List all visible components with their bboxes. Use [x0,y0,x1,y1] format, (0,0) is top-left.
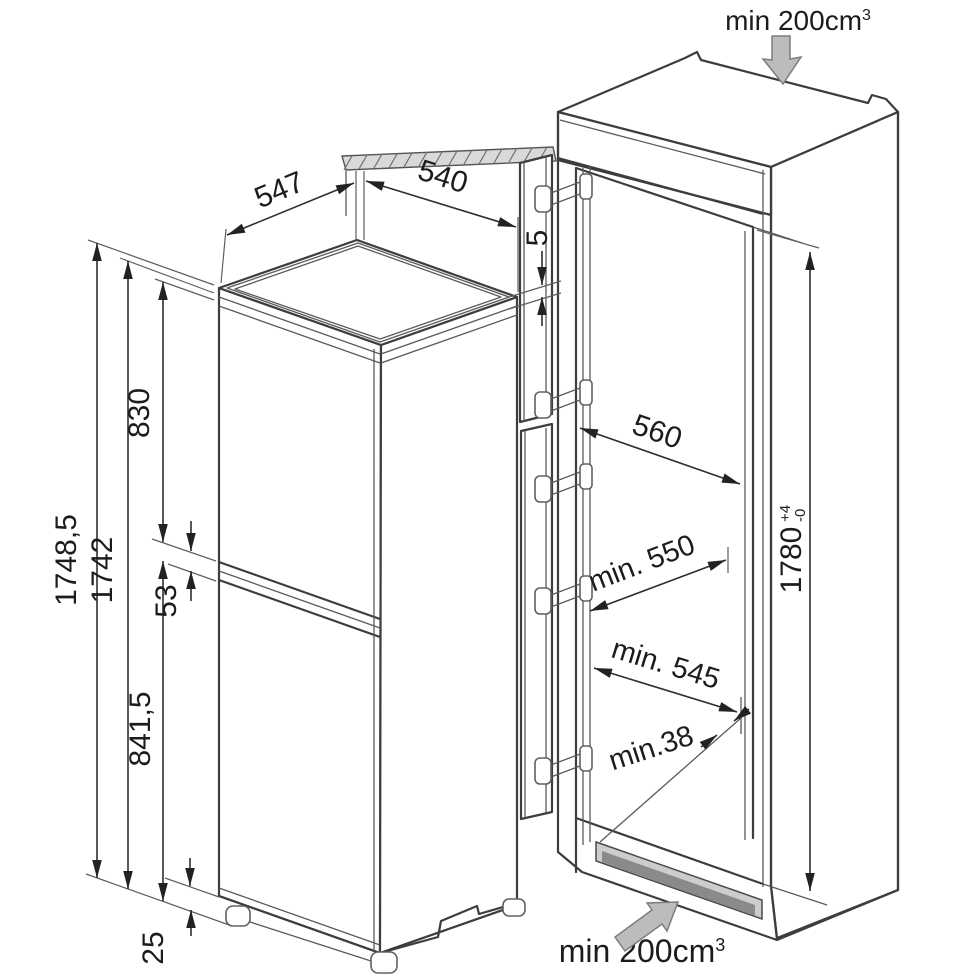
foot-front-left [225,905,251,927]
body-height-label: 1742 [86,537,119,604]
cabinet-right-side [769,110,900,940]
vent-grille-slot [602,851,755,916]
appliance-drawing [217,238,526,974]
niche-height-label-group: 1780 +4 -0 [775,505,809,593]
hinge-slider-5 [534,745,593,785]
door-panel-inner-lines [523,157,547,818]
appliance-main-lines [217,560,519,955]
appliance-detail-lines [218,296,518,962]
foot-front-right [370,951,398,974]
top-airflow-label: min 200cm3 [725,5,871,36]
hinge-slider-2 [534,379,593,419]
appliance-feet [225,898,526,974]
niche-height-tol-minus: -0 [792,509,809,522]
hinge-slider-1 [534,173,593,213]
ventilation-annotations: min 200cm3 min 200cm3 [559,5,871,969]
dim-line-depth-547 [226,182,355,236]
base-height-label: 25 [137,931,170,964]
door-top-edge-hatched [341,146,557,171]
bottom-airflow-sup: 3 [715,935,725,955]
bottom-airflow-arrow-icon [613,901,680,953]
lower-door-height-label: 841,5 [124,691,157,766]
cabinet-structure-lines [556,110,900,942]
dim-arrow-min38-corner [733,706,752,722]
dim-line-niche-depth-560 [579,427,741,485]
niche-height-tol-plus: +4 [777,505,794,522]
dim-arrow-min38-leader [699,734,718,750]
foot-back-right [502,898,526,917]
appliance-right-face [378,295,519,955]
top-airflow-sup: 3 [862,7,871,24]
cabinet-drawing [556,50,900,942]
dim-line-width-540 [365,180,517,228]
door-gap-label: 53 [150,584,183,617]
door-top-edge-hatching [343,146,548,171]
niche-min545-label: min. 545 [608,633,724,696]
dim-line-min-550 [589,559,727,612]
top-airflow-text: min 200cm [725,5,862,36]
overall-height-label: 1748,5 [50,514,83,606]
upper-door-height-label: 830 [123,388,156,438]
dim-line-min-545 [593,667,738,713]
appliance-front-face [217,286,383,955]
lower-door-panel [519,422,554,821]
hinge-slider-4 [534,575,593,615]
dimension-lines [92,180,815,936]
appliance-depth-label: 547 [250,165,309,215]
door-panels [341,146,593,821]
top-airflow-arrow-icon [761,35,803,86]
top-clearance-label: 5 [521,230,554,247]
appliance-top-face [217,238,519,347]
niche-min550-label: min. 550 [584,529,699,599]
niche-height-label: 1780 [775,527,808,594]
appliance-top-inner-border-2 [234,245,502,340]
